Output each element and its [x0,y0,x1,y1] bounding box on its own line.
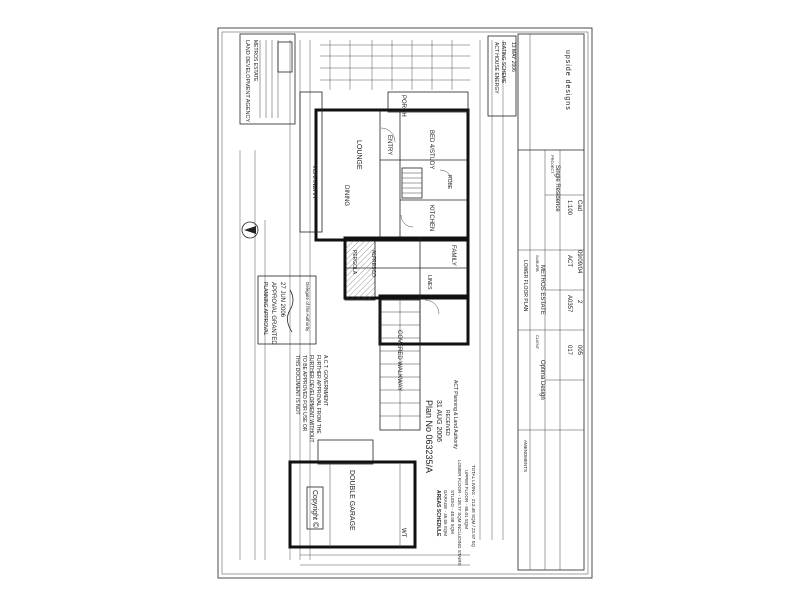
project-label: PROJECT [550,155,555,174]
received-label: RECEIVED [444,410,450,436]
project-name: Single Residence [554,165,560,212]
room-entry: ENTRY [386,135,392,155]
job-no-value: A0357 [566,295,572,313]
notice-line-3: FURTHER DEVELOPMENT WITHOUT [308,355,314,443]
areas-total: TOTAL LIVING - 213.48 SQM / 22.97 SQ [471,465,476,547]
amendments-label: AMENDMENTS [523,440,528,472]
received-plan-no: Plan No 063235/A [424,400,434,473]
room-lines: LINES [426,275,432,290]
client-label: CLIENT [535,335,540,350]
room-pergola: PERGOLA [351,250,357,275]
door-swings [380,127,453,315]
notice-block: THIS DOCUMENT IS NOT TO BE APPROVED FOR … [294,355,328,443]
notice-line-5: A.C.T. GOVERNMENT [322,355,328,406]
areas-upper: UPPER FLOOR - 95.01 SQM [464,470,469,529]
energy-line1: ACT HOUSE ENERGY [493,42,499,94]
notice-line-4: FURTHER APPROVAL FROM THE [315,355,321,434]
areas-schedule: AREAS SCHEDULE GARAGE - 45.55 SQM STUDIO… [435,460,476,566]
agency-line2: METROS ESTATE [252,40,258,82]
title-block: upside designs LOWER FLOOR PLAN CLIENT O… [517,33,585,571]
approval-date: 27 JUN 2006 [279,282,285,318]
room-labels: VERANDAH PORCH LOUNGE ENTRY BED 4/STUDY … [311,95,456,538]
dimension-lines [239,40,504,566]
areas-studio: STUDIO - 48.98 SQM [450,490,455,534]
drawn-value: Cad [576,200,582,211]
received-date: 31 AUG 2006 [435,400,442,442]
room-covered-walkway: COVERED WALKWAY [396,330,402,391]
notice-line-1: THIS DOCUMENT IS NOT [294,355,300,415]
agency-line1: LAND DEVELOPMENT AGENCY [244,40,250,122]
room-family: FAMILY [450,245,456,266]
copyright-symbol: © [311,522,320,528]
room-wt: WT [400,528,406,538]
approval-line2: APPROVAL GRANTED [270,282,276,345]
energy-stamp: ACT HOUSE ENERGY RATING SCHEME 13 MAY 20… [487,35,517,117]
section-value: 005 [576,345,582,356]
room-double-garage: DOUBLE GARAGE [348,470,355,531]
client-name: Optima Design [539,360,545,400]
state-value: ACT [566,255,572,267]
energy-date: 13 MAY 2006 [510,42,516,72]
company-logo-text: upside designs [564,50,571,111]
received-stamp: Plan No 063235/A 31 AUG 2006 RECEIVED AC… [424,380,458,473]
areas-garage: GARAGE - 45.55 SQM [443,490,448,536]
covered-walkway [379,299,421,431]
room-lounge: LOUNGE [355,140,362,170]
room-robe: ROBE [446,175,452,190]
room-alfresco: ALFRESCO [370,250,376,277]
energy-line2: RATING SCHEME [500,42,506,84]
room-dining: DINING [343,185,349,206]
stairs [401,167,423,199]
garage [288,439,417,549]
north-arrow-icon [241,221,259,239]
copyright-mark: Copyright © [306,486,324,530]
room-verandah: VERANDAH [311,165,317,198]
notice-line-2: TO BE APPROVED FOR USE OR [301,355,307,432]
house-walls [299,91,470,346]
project-title: LOWER FLOOR PLAN [522,260,528,312]
copyright-label: Copyright [311,490,318,520]
areas-heading: AREAS SCHEDULE [435,490,441,537]
suburb-name: METROS ESTATE [539,265,545,315]
areas-lower: LOWER FLOOR - 138.77 SQM INCLUDING STAIR… [457,460,462,566]
received-authority: ACT Planning & Land Authority [452,380,458,449]
block-value: 017 [566,345,572,356]
sheet-border [217,27,593,579]
date-value: 09/09/04 [576,250,582,274]
room-kitchen: KITCHEN [428,205,434,231]
approval-line1: PLANNING APPROVAL [262,282,268,335]
suburb-label: SUBURB [535,255,540,272]
room-bed-study: BED 4/STUDY [428,130,434,169]
room-porch: PORCH [400,95,406,117]
approval-footer: Delegate of the Authority [305,282,310,332]
scale-value: 1:100 [566,200,572,216]
sheet-value: 2 [576,300,582,304]
agency-stamp: LAND DEVELOPMENT AGENCY METROS ESTATE [239,33,296,125]
approval-stamp: PLANNING APPROVAL APPROVAL GRANTED 27 JU… [257,275,317,345]
